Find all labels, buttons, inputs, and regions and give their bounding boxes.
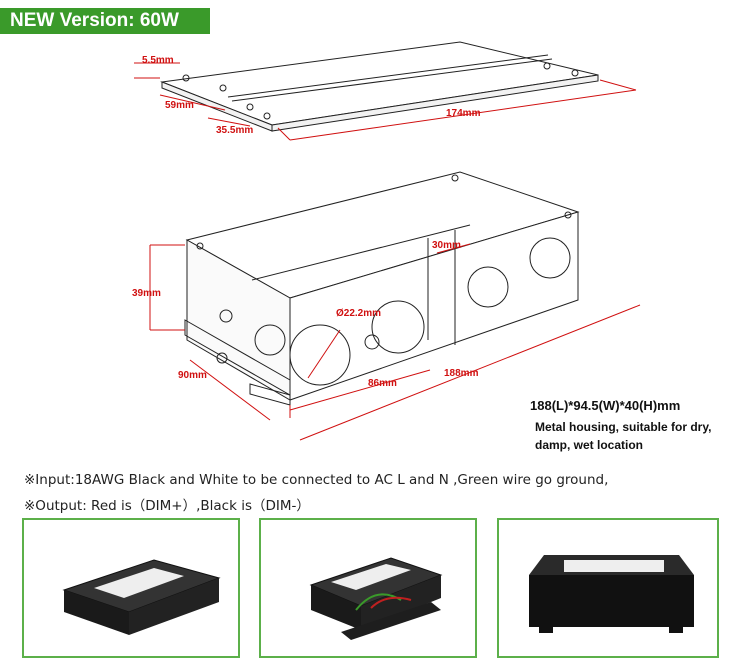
dim-hole-diameter: Ø22.2mm bbox=[336, 308, 382, 319]
dim-height: 39mm bbox=[132, 288, 161, 299]
dim-thickness: 5.5mm bbox=[142, 55, 174, 66]
spec-line-1: Metal housing, suitable for dry, bbox=[535, 420, 712, 434]
banner-title: NEW Version: 60W bbox=[10, 10, 179, 31]
dim-length-box: 188mm bbox=[444, 368, 479, 379]
dim-partition: 30mm bbox=[432, 240, 461, 251]
dim-hole-spacing: 35.5mm bbox=[216, 125, 254, 136]
version-banner: NEW Version: 60W bbox=[0, 8, 210, 34]
note-output: ※Output: Red is（DIM+）,Black is（DIM-） bbox=[24, 498, 310, 514]
dim-depth: 90mm bbox=[178, 370, 207, 381]
dim-inner: 86mm bbox=[368, 378, 397, 389]
spec-size: 188(L)*94.5(W)*40(H)mm bbox=[530, 398, 681, 413]
note-input: ※Input:18AWG Black and White to be conne… bbox=[24, 472, 609, 488]
product-photo-front bbox=[497, 518, 719, 658]
driver-box-front-image bbox=[529, 555, 694, 633]
dim-length: 174mm bbox=[446, 108, 481, 119]
driver-box-open-image bbox=[309, 557, 443, 640]
dim-width: 59mm bbox=[165, 100, 194, 111]
spec-line-2: damp, wet location bbox=[535, 438, 644, 452]
product-photo-closed bbox=[22, 518, 240, 658]
driver-box-closed-image bbox=[62, 559, 221, 635]
product-photo-open bbox=[259, 518, 477, 658]
